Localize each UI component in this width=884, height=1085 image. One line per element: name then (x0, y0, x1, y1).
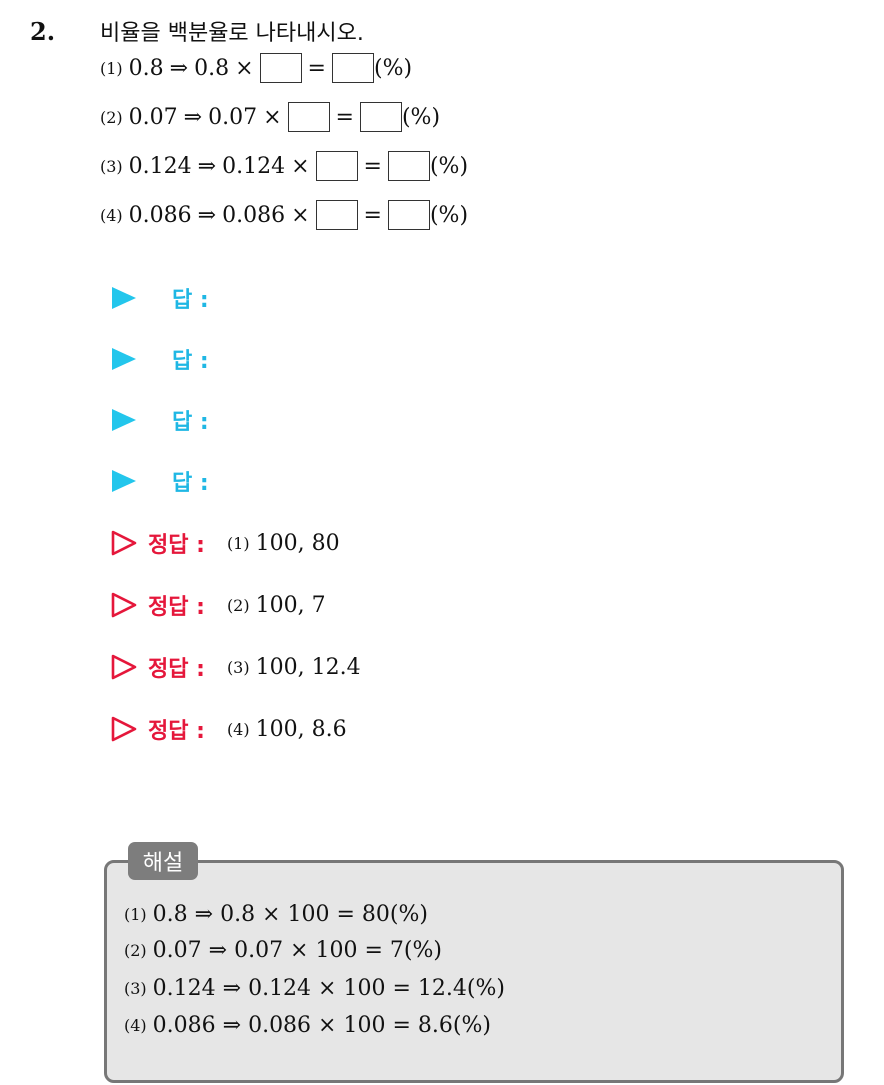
answer-value: 100, 8.6 (255, 716, 347, 742)
answer-blank-row[interactable]: 답 : (112, 464, 209, 498)
answer-blank-row[interactable]: 답 : (112, 403, 209, 437)
answer-box-multiplier[interactable] (315, 200, 358, 230)
answer-label: 답 : (172, 349, 209, 374)
answer-box-multiplier[interactable] (315, 151, 358, 181)
outline-triangle-icon (111, 654, 137, 680)
explanation-text: 0.086 ⇒ 0.086 × 100 = 8.6(%) (152, 1012, 491, 1038)
item-number: (4) (100, 205, 123, 225)
implies-sign: ⇒ (197, 202, 217, 228)
answer-value: 100, 12.4 (255, 654, 361, 680)
correct-answer-label: 정답 : (148, 657, 205, 682)
percent-suffix: (%) (429, 153, 469, 179)
question-number: 2. (30, 16, 56, 46)
explanation-number: (4) (124, 1015, 147, 1035)
answer-number: (4) (226, 719, 250, 739)
correct-answer-row: 정답 : (2) 100, 7 (110, 588, 326, 622)
answer-blank-row[interactable]: 답 : (112, 281, 209, 315)
times-sign: × (291, 202, 310, 228)
outline-triangle-icon (111, 716, 137, 742)
explanation-line: (4) 0.086 ⇒ 0.086 × 100 = 8.6(%) (124, 1008, 491, 1042)
explanation-number: (3) (124, 978, 147, 998)
equals-sign: = (363, 153, 382, 179)
item-number: (2) (100, 107, 123, 127)
answer-number: (3) (226, 657, 250, 677)
answer-label: 답 : (172, 471, 209, 496)
outline-triangle-icon (111, 592, 137, 618)
implies-sign: ⇒ (183, 104, 203, 130)
explanation-line: (1) 0.8 ⇒ 0.8 × 100 = 80(%) (124, 897, 428, 931)
ratio-value-repeat: 0.124 (222, 153, 286, 179)
answer-box-percent[interactable] (331, 53, 374, 83)
ratio-value-repeat: 0.8 (194, 55, 230, 81)
explanation-box (104, 860, 844, 1083)
times-sign: × (291, 153, 310, 179)
question-text: 비율을 백분율로 나타내시오. (100, 21, 364, 46)
ratio-value: 0.8 (128, 55, 164, 81)
ratio-value-repeat: 0.086 (222, 202, 286, 228)
equals-sign: = (307, 55, 326, 81)
answer-label: 답 : (172, 288, 209, 313)
correct-answer-label: 정답 : (148, 595, 205, 620)
implies-sign: ⇒ (169, 55, 189, 81)
ratio-value: 0.07 (128, 104, 178, 130)
problem-item: (4) 0.086 ⇒ 0.086 × = (%) (100, 197, 468, 233)
times-sign: × (235, 55, 254, 81)
ratio-value: 0.086 (128, 202, 192, 228)
times-sign: × (263, 104, 282, 130)
ratio-value-repeat: 0.07 (208, 104, 258, 130)
ratio-value: 0.124 (128, 153, 192, 179)
play-arrow-icon (112, 470, 136, 492)
explanation-text: 0.124 ⇒ 0.124 × 100 = 12.4(%) (152, 975, 505, 1001)
answer-box-multiplier[interactable] (287, 102, 330, 132)
percent-suffix: (%) (401, 104, 441, 130)
answer-label: 답 : (172, 410, 209, 435)
play-arrow-icon (112, 409, 136, 431)
answer-value: 100, 80 (255, 530, 340, 556)
correct-answer-row: 정답 : (4) 100, 8.6 (110, 712, 347, 746)
correct-answer-row: 정답 : (3) 100, 12.4 (110, 650, 361, 684)
explanation-text: 0.07 ⇒ 0.07 × 100 = 7(%) (152, 937, 442, 963)
item-number: (1) (100, 58, 123, 78)
answer-number: (1) (226, 533, 250, 553)
play-arrow-icon (112, 348, 136, 370)
problem-item: (3) 0.124 ⇒ 0.124 × = (%) (100, 148, 468, 184)
problem-item: (1) 0.8 ⇒ 0.8 × = (%) (100, 50, 412, 86)
explanation-text: 0.8 ⇒ 0.8 × 100 = 80(%) (152, 901, 428, 927)
problem-item: (2) 0.07 ⇒ 0.07 × = (%) (100, 99, 440, 135)
equals-sign: = (363, 202, 382, 228)
answer-blank-row[interactable]: 답 : (112, 342, 209, 376)
equals-sign: = (335, 104, 354, 130)
answer-box-percent[interactable] (387, 151, 430, 181)
explanation-line: (3) 0.124 ⇒ 0.124 × 100 = 12.4(%) (124, 971, 505, 1005)
answer-number: (2) (226, 595, 250, 615)
correct-answer-row: 정답 : (1) 100, 80 (110, 526, 340, 560)
answer-box-multiplier[interactable] (259, 53, 302, 83)
explanation-line: (2) 0.07 ⇒ 0.07 × 100 = 7(%) (124, 933, 442, 967)
answer-box-percent[interactable] (387, 200, 430, 230)
answer-box-percent[interactable] (359, 102, 402, 132)
correct-answer-label: 정답 : (148, 719, 205, 744)
item-number: (3) (100, 156, 123, 176)
question-header: 2. 비율을 백분율로 나타내시오. (30, 14, 364, 48)
correct-answer-label: 정답 : (148, 533, 205, 558)
explanation-number: (2) (124, 940, 147, 960)
play-arrow-icon (112, 287, 136, 309)
answer-value: 100, 7 (255, 592, 326, 618)
outline-triangle-icon (111, 530, 137, 556)
explanation-tag: 해설 (128, 842, 198, 880)
percent-suffix: (%) (373, 55, 413, 81)
percent-suffix: (%) (429, 202, 469, 228)
explanation-number: (1) (124, 904, 147, 924)
implies-sign: ⇒ (197, 153, 217, 179)
